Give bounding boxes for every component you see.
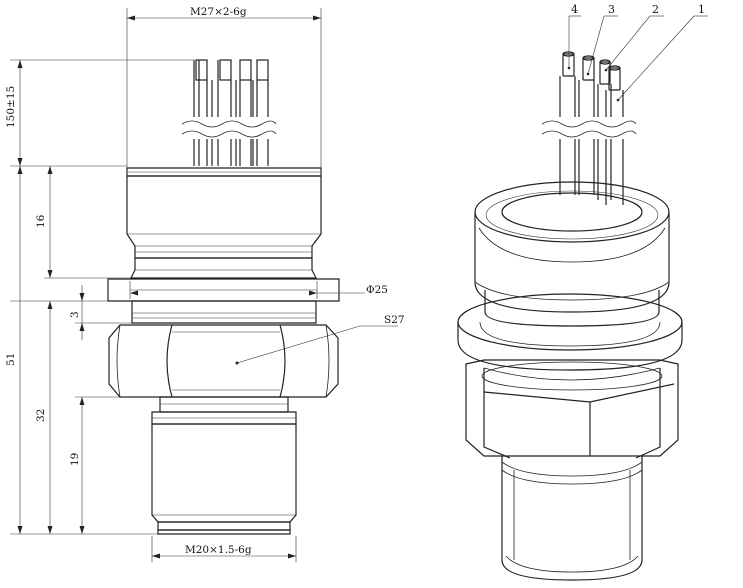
orthographic-view: M27×2-6g: [5, 6, 405, 562]
label-flange-diameter: Φ25: [366, 284, 388, 296]
flange: Φ25: [107, 278, 388, 302]
label-thread-top: M27×2-6g: [190, 6, 247, 18]
iso-flange: [457, 293, 683, 371]
wire-callouts: 4 3 2 1: [567, 3, 708, 102]
label-total-height: 51: [5, 353, 17, 366]
iso-hex: [465, 359, 679, 459]
iso-top-cap: [474, 181, 670, 327]
label-thread-bottom: M20×1.5-6g: [185, 544, 252, 556]
iso-lower-body: [501, 456, 643, 581]
dim-thread-top: M27×2-6g: [126, 6, 322, 170]
label-hex-size: S27: [384, 314, 405, 326]
label-flange-thickness: 3: [69, 311, 81, 318]
lower-shaft: [151, 396, 297, 535]
wire-label-2: 2: [652, 3, 659, 16]
hex-nut: S27: [108, 314, 405, 398]
neck: [131, 300, 317, 324]
label-cable-length: 150±15: [5, 86, 17, 128]
upper-body: [126, 167, 322, 279]
wires-left: [180, 59, 280, 166]
wire-label-4: 4: [571, 3, 578, 16]
dim-thread-bottom: M20×1.5-6g: [151, 536, 297, 562]
wire-label-1: 1: [698, 3, 705, 16]
dims-vertical: 150±15 51 16 32 3 19: [5, 59, 194, 535]
wire-label-3: 3: [608, 3, 615, 16]
label-lower-length: 32: [35, 409, 47, 422]
label-upper-length: 16: [35, 214, 47, 228]
isometric-view: 4 3 2 1: [457, 3, 708, 581]
label-thread-length: 19: [69, 453, 81, 466]
